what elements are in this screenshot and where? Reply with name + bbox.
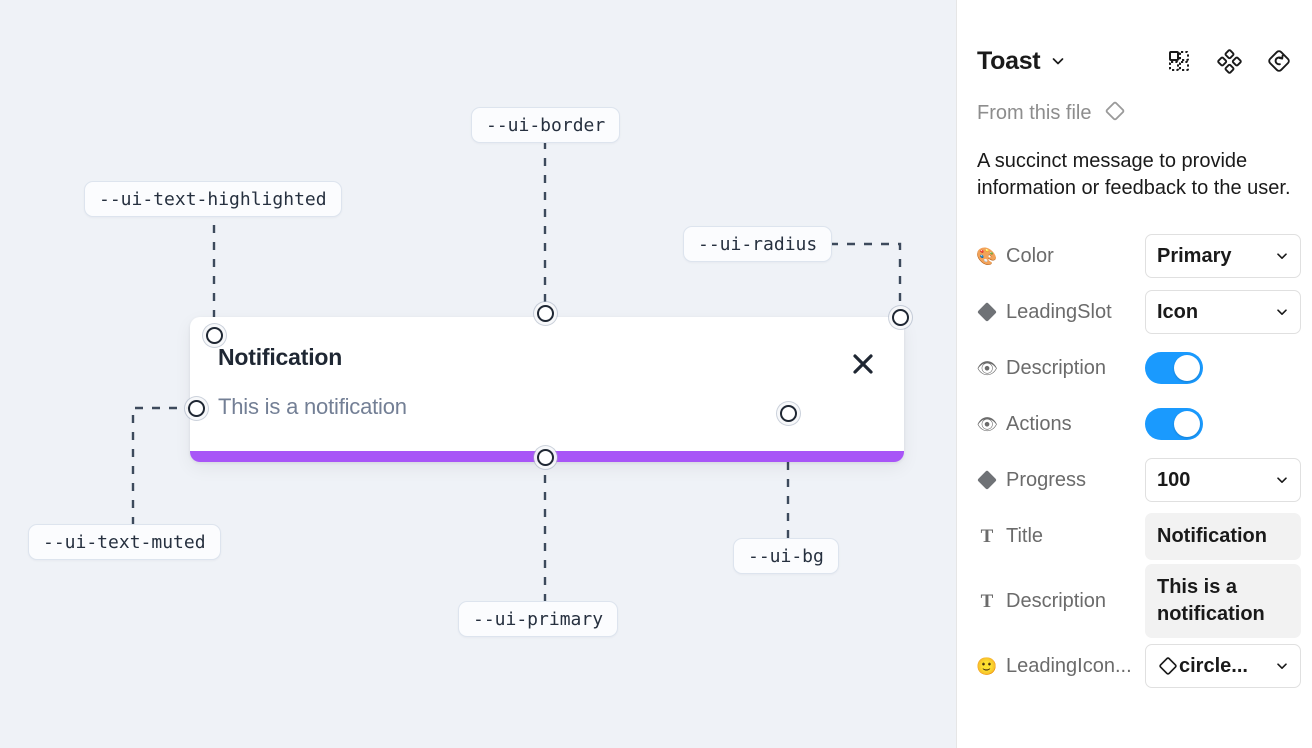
- property-name: Actions: [1006, 412, 1072, 435]
- leadingicon-select-value: circle...: [1179, 654, 1248, 677]
- color-select[interactable]: Primary: [1145, 234, 1301, 278]
- from-this-file-row: From this file: [977, 98, 1292, 128]
- property-control-progress: 100: [1145, 458, 1301, 502]
- progress-select-value: 100: [1157, 468, 1191, 491]
- component-description: A succinct message to provide informatio…: [977, 150, 1291, 199]
- token-chip-ui-text-highlighted[interactable]: --ui-text-highlighted: [84, 181, 342, 217]
- palette-emoji-icon: 🎨: [977, 246, 998, 266]
- toggle-knob: [1174, 355, 1200, 381]
- leadingslot-select-value: Icon: [1157, 300, 1199, 323]
- token-chip-ui-primary[interactable]: --ui-primary: [458, 601, 619, 637]
- component-grid-icon[interactable]: [1166, 48, 1192, 74]
- property-row-progress: Progress 100: [977, 452, 1301, 508]
- title-input[interactable]: Notification: [1145, 512, 1301, 560]
- property-label-actions-toggle: 👁 Actions: [977, 413, 1145, 436]
- description-toggle[interactable]: [1145, 352, 1203, 384]
- variant-diamond-icon: [977, 302, 997, 322]
- eye-emoji-icon: 👁: [977, 414, 998, 434]
- property-name: LeadingIcon...: [1006, 654, 1132, 677]
- toast-description: This is a notification: [218, 394, 407, 419]
- color-select-value: Primary: [1157, 244, 1232, 267]
- token-chip-ui-bg[interactable]: --ui-bg: [733, 538, 839, 574]
- chevron-down-icon: [1275, 305, 1289, 319]
- token-chip-ui-border[interactable]: --ui-border: [471, 107, 621, 143]
- chevron-down-icon: [1275, 659, 1289, 673]
- token-chip-ui-radius[interactable]: --ui-radius: [683, 226, 833, 262]
- handle-dot-radius[interactable]: [891, 308, 909, 326]
- property-label-leadingicon: 🙂 LeadingIcon...: [977, 655, 1145, 678]
- handle-dot-text-highlighted[interactable]: [205, 326, 223, 344]
- property-name: Title: [1006, 524, 1044, 547]
- handle-dot-primary[interactable]: [536, 448, 554, 466]
- property-row-description-text: T Description This is a notification: [977, 564, 1301, 638]
- property-control-leadingslot: Icon: [1145, 290, 1301, 334]
- property-row-leadingslot: LeadingSlot Icon: [977, 284, 1301, 340]
- property-row-color: 🎨 Color Primary: [977, 228, 1301, 284]
- close-x-icon[interactable]: [850, 351, 876, 377]
- description-input[interactable]: This is a notification: [1145, 564, 1301, 638]
- eye-emoji-icon: 👁: [977, 358, 998, 378]
- reset-instance-icon[interactable]: [1266, 48, 1292, 74]
- handle-dot-bg[interactable]: [779, 404, 797, 422]
- chevron-down-icon[interactable]: [1050, 53, 1066, 69]
- property-name: Description: [1006, 356, 1107, 379]
- property-control-actions-toggle: [1145, 408, 1292, 440]
- property-label-title: T Title: [977, 525, 1145, 548]
- panel-header-actions: [1166, 48, 1292, 74]
- property-row-leadingicon: 🙂 LeadingIcon... circle...: [977, 638, 1301, 694]
- smiley-emoji-icon: 🙂: [977, 656, 998, 676]
- property-label-color: 🎨 Color: [977, 245, 1145, 268]
- text-prop-icon: T: [980, 590, 994, 612]
- property-control-description-text: This is a notification: [1145, 564, 1301, 638]
- chevron-down-icon: [1275, 473, 1289, 487]
- page-title: Toast: [977, 46, 1041, 75]
- handle-dot-border[interactable]: [536, 304, 554, 322]
- component-diamond-icon[interactable]: [1103, 99, 1127, 128]
- properties-panel: Toast: [956, 0, 1312, 748]
- property-name: Progress: [1006, 468, 1087, 491]
- toggle-knob: [1174, 411, 1200, 437]
- connector-ui-radius: [830, 242, 902, 309]
- property-control-leadingicon: circle...: [1145, 644, 1301, 688]
- toast-component-preview[interactable]: Notification This is a notification: [190, 317, 904, 462]
- property-name: LeadingSlot: [1006, 300, 1112, 323]
- property-name: Description: [1006, 589, 1107, 612]
- properties-list: 🎨 Color Primary LeadingSlot: [977, 228, 1301, 694]
- design-canvas[interactable]: Notification This is a notification --ui…: [0, 0, 956, 748]
- token-chip-ui-text-muted[interactable]: --ui-text-muted: [28, 524, 221, 560]
- progress-select[interactable]: 100: [1145, 458, 1301, 502]
- handle-dot-text-muted[interactable]: [187, 399, 205, 417]
- property-label-leadingslot: LeadingSlot: [977, 301, 1145, 324]
- property-label-description-toggle: 👁 Description: [977, 357, 1145, 380]
- property-label-description-text: T Description: [977, 590, 1145, 613]
- text-prop-icon: T: [980, 525, 994, 547]
- chevron-down-icon: [1275, 249, 1289, 263]
- from-this-file-label: From this file: [977, 101, 1092, 124]
- component-set-diamond-icon[interactable]: [1216, 48, 1242, 74]
- connector-ui-text-muted: [131, 406, 188, 525]
- component-diamond-icon: [1157, 655, 1179, 677]
- property-control-title: Notification: [1145, 512, 1301, 560]
- property-row-description-toggle: 👁 Description: [977, 340, 1292, 396]
- property-control-description-toggle: [1145, 352, 1292, 384]
- property-label-progress: Progress: [977, 469, 1145, 492]
- panel-header: Toast: [977, 32, 1292, 90]
- property-name: Color: [1006, 244, 1054, 267]
- property-row-title: T Title Notification: [977, 508, 1301, 564]
- property-control-color: Primary: [1145, 234, 1301, 278]
- leadingicon-select[interactable]: circle...: [1145, 644, 1301, 688]
- variant-diamond-icon: [977, 470, 997, 490]
- toast-title: Notification: [218, 344, 343, 370]
- property-row-actions-toggle: 👁 Actions: [977, 396, 1292, 452]
- actions-toggle[interactable]: [1145, 408, 1203, 440]
- measurement-connectors: [131, 141, 902, 602]
- leadingslot-select[interactable]: Icon: [1145, 290, 1301, 334]
